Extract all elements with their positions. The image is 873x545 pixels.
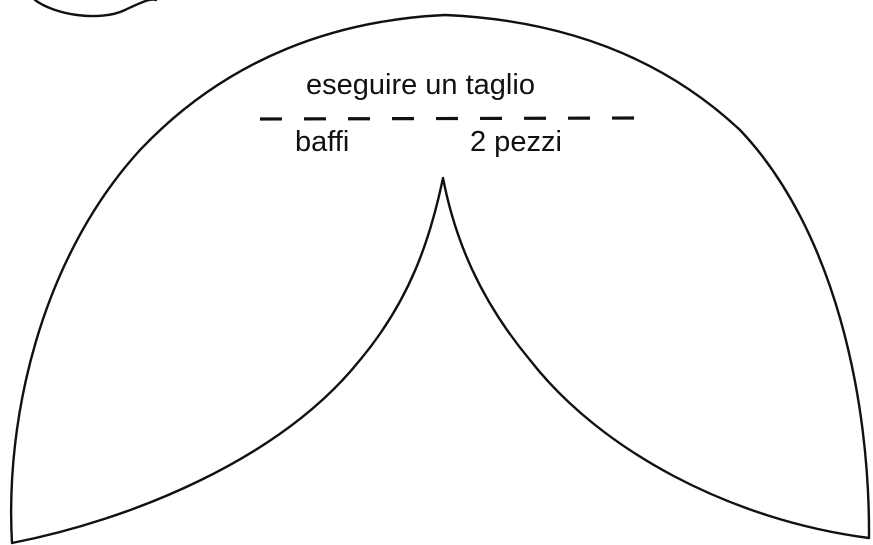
piece-name-label: baffi <box>295 126 350 158</box>
dashed-cut-line <box>259 116 646 121</box>
cut-instruction-label: eseguire un taglio <box>306 69 535 101</box>
top-left-piece-outline <box>33 0 158 18</box>
mustache-piece-outline <box>9 13 871 545</box>
quantity-label: 2 pezzi <box>470 126 562 158</box>
